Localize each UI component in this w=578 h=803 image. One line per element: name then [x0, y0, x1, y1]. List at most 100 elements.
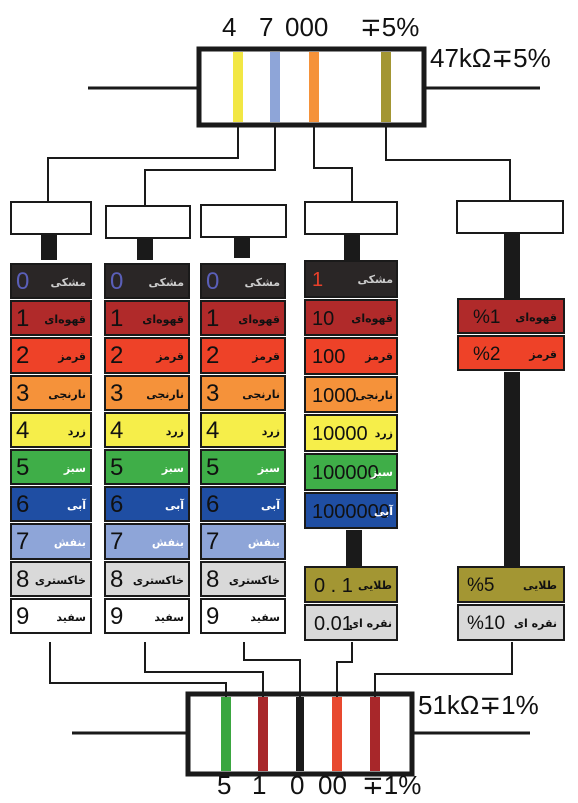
digit-col3-row-1-color-name: قهوه‌ای — [238, 313, 280, 327]
digit-col2-row-3-value: 3 — [110, 379, 124, 407]
bottom-resistor-band-3-black — [296, 697, 304, 771]
top-band2-value: 7 — [259, 12, 274, 42]
top-band4-connector — [385, 125, 511, 200]
bottom-band3-connector — [243, 642, 301, 697]
bottom-band3-value: 0 — [290, 770, 305, 800]
digit-col3-row-5: 5 سبز — [200, 449, 286, 486]
digit-col1-row-3-color-name: نارنجی — [48, 387, 86, 401]
tolerance-row-1-value: %1 — [473, 307, 501, 328]
bottom-resistor-band-1 — [221, 697, 231, 771]
bottom-resistor-band-4 — [370, 697, 380, 771]
column2-header-box — [105, 205, 191, 239]
bottom-band4-connector — [336, 642, 353, 697]
digit-col2-row-9-color-name: سفید — [154, 610, 184, 624]
digit-col3-row-5-value: 5 — [206, 454, 220, 481]
digit-col3-row-7-color-name: بنفش — [247, 536, 280, 550]
tolerance-extra-row-1: %5 طلایی — [457, 566, 565, 603]
digit-col1-row-3-value: 3 — [16, 379, 30, 407]
digit-col2-row-4-value: 4 — [110, 416, 124, 444]
digit-col3-row-4-color-name: زرد — [261, 424, 280, 438]
digit-col1-row-3: 3 نارنجی — [10, 374, 92, 411]
digit-col3-row-6-value: 6 — [206, 491, 220, 519]
column1-header-box — [10, 201, 92, 235]
digit-col3-row-9-value: 9 — [206, 602, 220, 630]
bottom-band1-value: 5 — [217, 770, 232, 800]
multiplier-row-10-value: 10 — [312, 307, 335, 330]
digit-col2-row-1-color-name: قهوه‌ای — [142, 313, 184, 327]
multiplier-extra-row-1-color-name: طلایی — [358, 579, 392, 592]
digit-col1-row-4-color-name: زرد — [67, 424, 86, 438]
digit-col3-row-4: 4 زرد — [200, 411, 286, 448]
multiplier-row-10000: 10000 زرد — [304, 414, 398, 452]
digit-col1-row-9-color-name: سفید — [56, 610, 86, 624]
multiplier-row-10-color-name: قهوه‌ای — [351, 311, 393, 325]
digit-col1-row-2-value: 2 — [16, 342, 30, 370]
multiplier-header-box — [304, 201, 398, 235]
tolerance-extra-row-1-color-name: طلایی — [523, 579, 557, 592]
column3-stem — [234, 238, 250, 258]
digit-col3-row-0-value: 0 — [206, 268, 220, 295]
top-resistor-band-1 — [233, 52, 243, 122]
tolerance-stem-top — [504, 234, 520, 298]
digit-col3-row-4-value: 4 — [206, 416, 220, 444]
digit-col2-row-8-value: 8 — [110, 565, 124, 593]
column3-header-box — [200, 204, 287, 238]
top-resistance-result: 47kΩ∓5% — [430, 43, 551, 73]
multiplier-stem-bottom — [346, 530, 362, 566]
digit-col2-row-4-color-name: زرد — [165, 424, 184, 438]
digit-col3-row-9-color-name: سفید — [250, 610, 280, 624]
digit-col1-row-6-color-name: آبی — [66, 499, 86, 513]
multiplier-row-1-color-name: مشکی — [357, 273, 393, 286]
digit-col1-row-0-color-name: مشکی — [50, 276, 86, 289]
bottom-band2-connector — [144, 642, 264, 697]
tolerance-header-box — [456, 200, 564, 234]
digit-col2-row-0-value: 0 — [110, 268, 124, 295]
tolerance-extra-row-1-value: %5 — [467, 575, 495, 596]
top-band3-value: 000 — [285, 12, 329, 42]
digit-col2-row-7-value: 7 — [110, 528, 124, 556]
top-band1-value: 4 — [222, 12, 237, 42]
digit-col3-row-2-value: 2 — [206, 342, 220, 370]
digit-col3-row-5-color-name: سبز — [257, 462, 280, 475]
top-resistor-band-2 — [270, 52, 280, 122]
digit-col3-row-0-color-name: مشکی — [244, 276, 280, 289]
multiplier-row-100-value: 100 — [312, 346, 346, 369]
multiplier-row-100000-color-name: سبز — [370, 466, 393, 479]
multiplier-row-10000-color-name: زرد — [374, 427, 393, 441]
multiplier-row-1000-value: 1000 — [312, 384, 357, 407]
multiplier-row-10000-value: 10000 — [312, 423, 368, 446]
digit-col3-row-2: 2 قرمز — [200, 337, 286, 374]
digit-col1-row-1-color-name: قهوه‌ای — [44, 313, 86, 327]
digit-col2-row-0-color-name: مشکی — [148, 276, 184, 289]
top-band3-connector — [313, 125, 353, 201]
bottom-band5-value: ∓1% — [362, 770, 422, 800]
top-resistor-band-4 — [381, 52, 391, 122]
digit-col3-row-2-color-name: قرمز — [252, 350, 280, 364]
top-resistor-band-3 — [309, 52, 319, 122]
digit-col2-row-6-value: 6 — [110, 491, 124, 519]
multiplier-row-1000000-value: 1000000 — [312, 500, 390, 523]
digit-col1-row-8-value: 8 — [16, 565, 30, 593]
bottom-band5-connector — [374, 642, 513, 697]
digit-col2-row-0: 0 مشکی — [104, 263, 190, 300]
digit-col2-row-6-color-name: آبی — [164, 499, 184, 513]
